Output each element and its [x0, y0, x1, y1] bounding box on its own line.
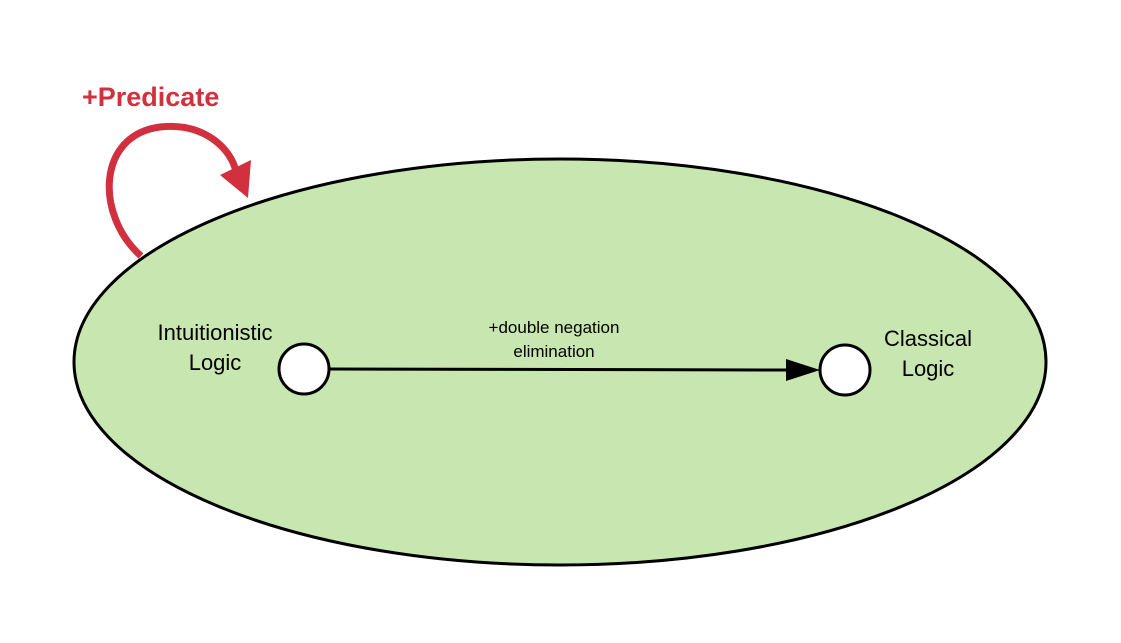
- logic-region-ellipse: [72, 157, 1048, 567]
- predicate-loop-arrowhead: [220, 160, 251, 198]
- double-negation-edge-label-line2: elimination: [513, 342, 595, 361]
- predicate-loop-arrow: [105, 122, 240, 259]
- double-negation-edge-label-line1: +double negation: [488, 318, 620, 337]
- double-negation-edge-label: +double negation elimination: [454, 316, 654, 364]
- intuitionistic-logic-label-line1: Intuitionistic: [157, 320, 273, 345]
- classical-logic-label-line2: Logic: [901, 356, 955, 381]
- intuitionistic-logic-label: Intuitionistic Logic: [130, 318, 300, 378]
- double-negation-arrowhead: [786, 359, 820, 381]
- classical-logic-node: [818, 343, 872, 397]
- intuitionistic-logic-node: [277, 342, 331, 396]
- intuitionistic-logic-label-line2: Logic: [188, 350, 242, 375]
- predicate-loop-label: +Predicate: [82, 82, 220, 112]
- classical-logic-label: Classical Logic: [853, 324, 1003, 384]
- double-negation-edge: [328, 367, 787, 372]
- classical-logic-label-line1: Classical: [883, 326, 973, 351]
